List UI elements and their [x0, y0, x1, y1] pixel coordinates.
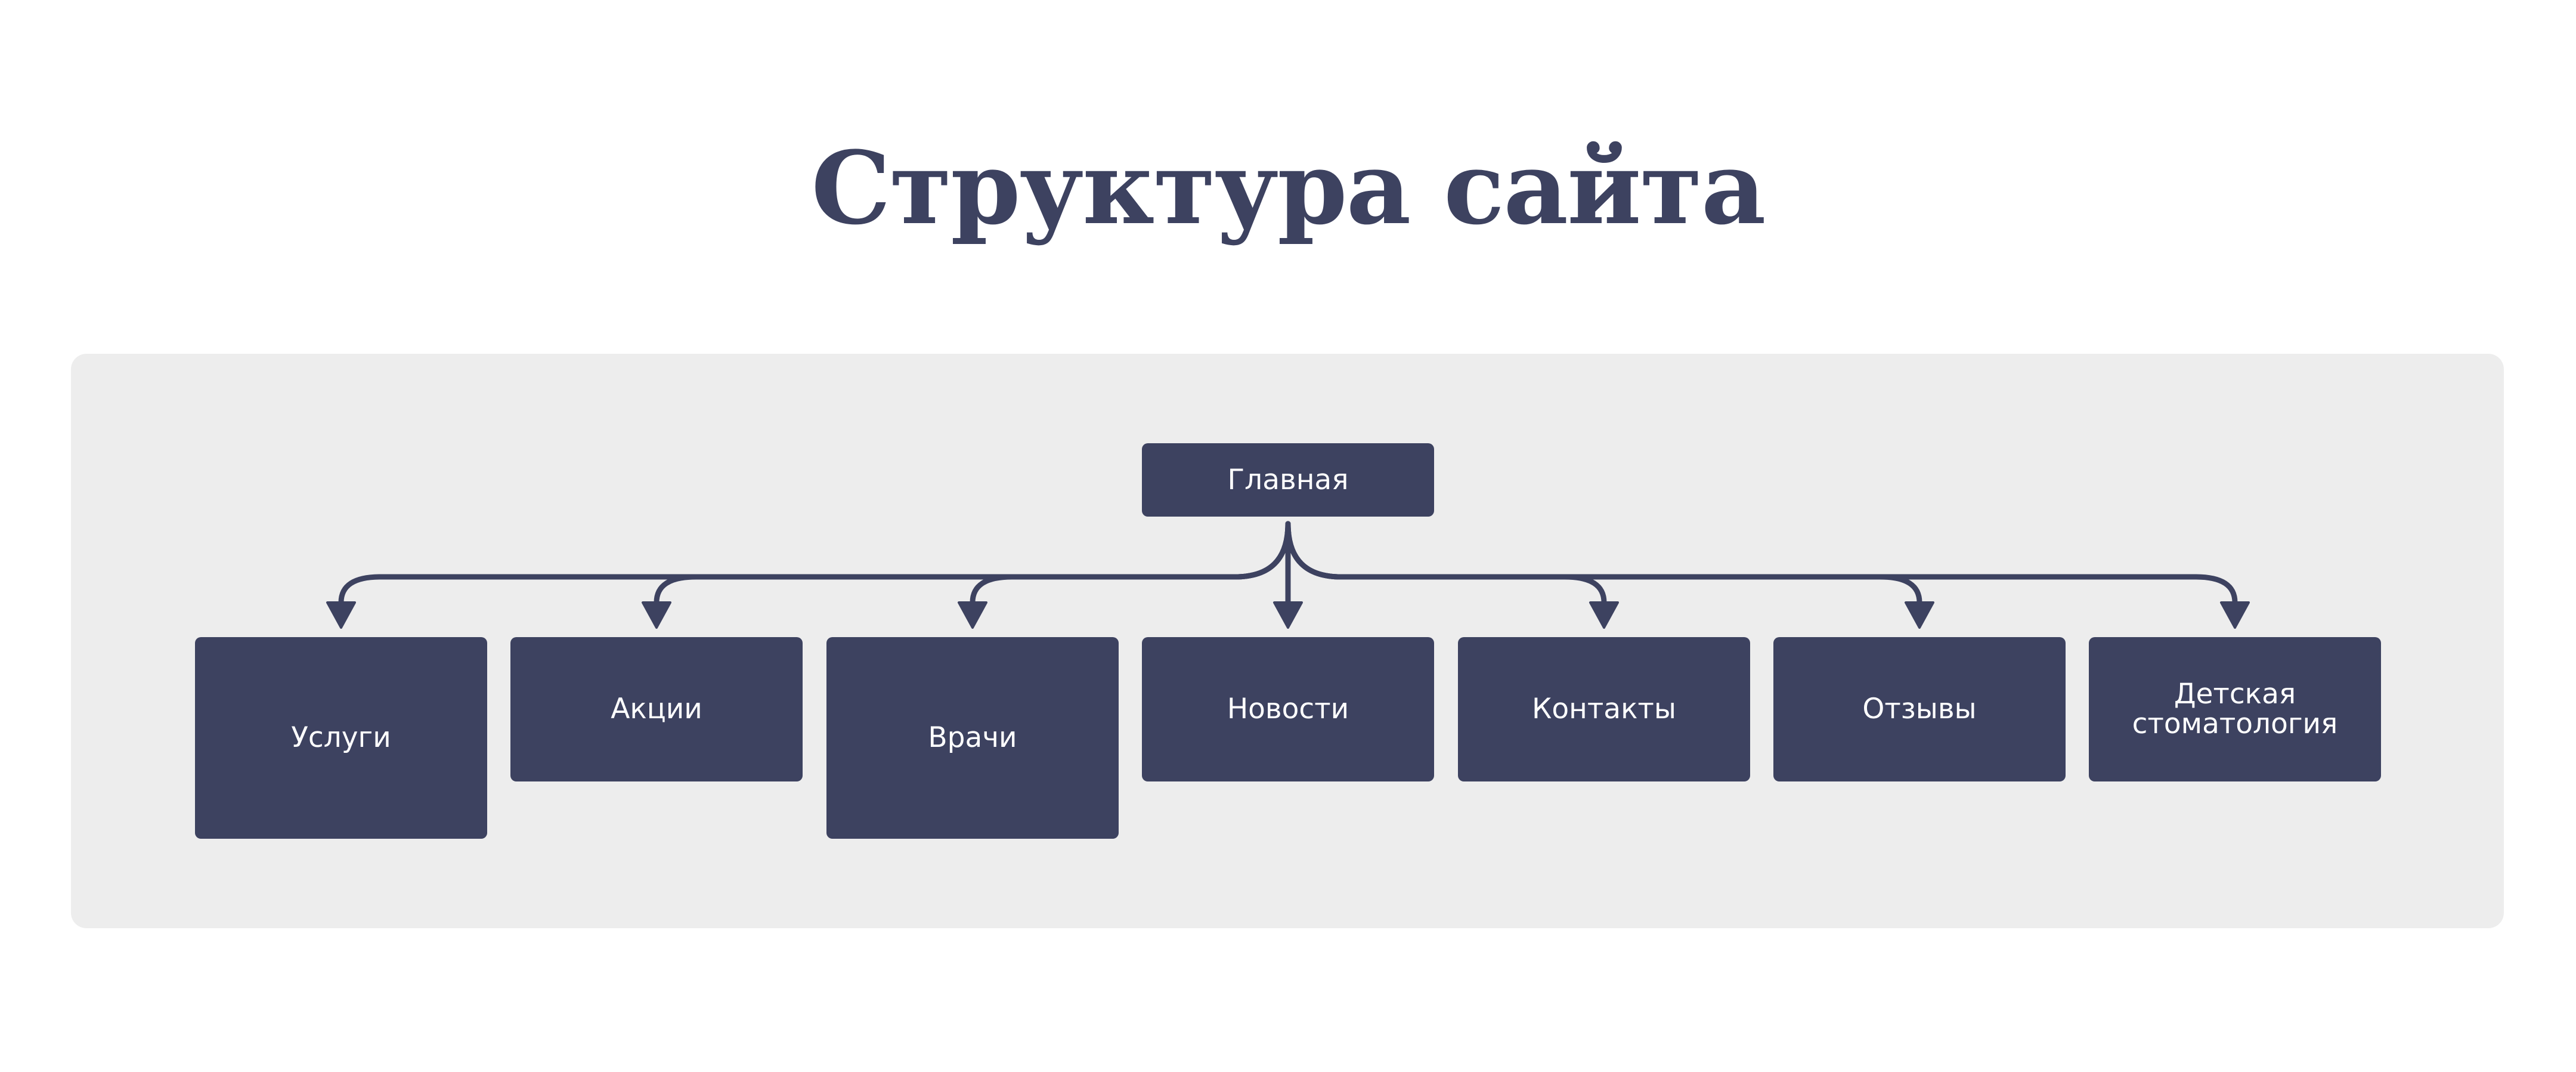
node-otzyvy: Отзывы	[1773, 637, 2066, 781]
node-glavnaya-label: Главная	[1227, 463, 1349, 496]
node-otzyvy-label: Отзывы	[1862, 693, 1977, 725]
node-novosti: Новости	[1142, 637, 1434, 781]
node-uslugi: Услуги	[195, 637, 487, 839]
page-title: Структура сайта	[811, 129, 1766, 247]
node-vrachi-label: Врачи	[928, 721, 1017, 754]
node-glavnaya: Главная	[1142, 443, 1434, 517]
node-aktsii-label: Акции	[611, 693, 702, 725]
node-vrachi: Врачи	[826, 637, 1119, 839]
node-uslugi-label: Услуги	[291, 721, 391, 754]
node-kontakty-label: Контакты	[1532, 693, 1676, 725]
node-aktsii: Акции	[510, 637, 803, 781]
node-kontakty: Контакты	[1458, 637, 1750, 781]
node-detskaya-stomatologiya-label: Детская стоматология	[2132, 678, 2338, 740]
node-novosti-label: Новости	[1227, 693, 1349, 725]
node-detskaya-stomatologiya: Детская стоматология	[2089, 637, 2381, 781]
